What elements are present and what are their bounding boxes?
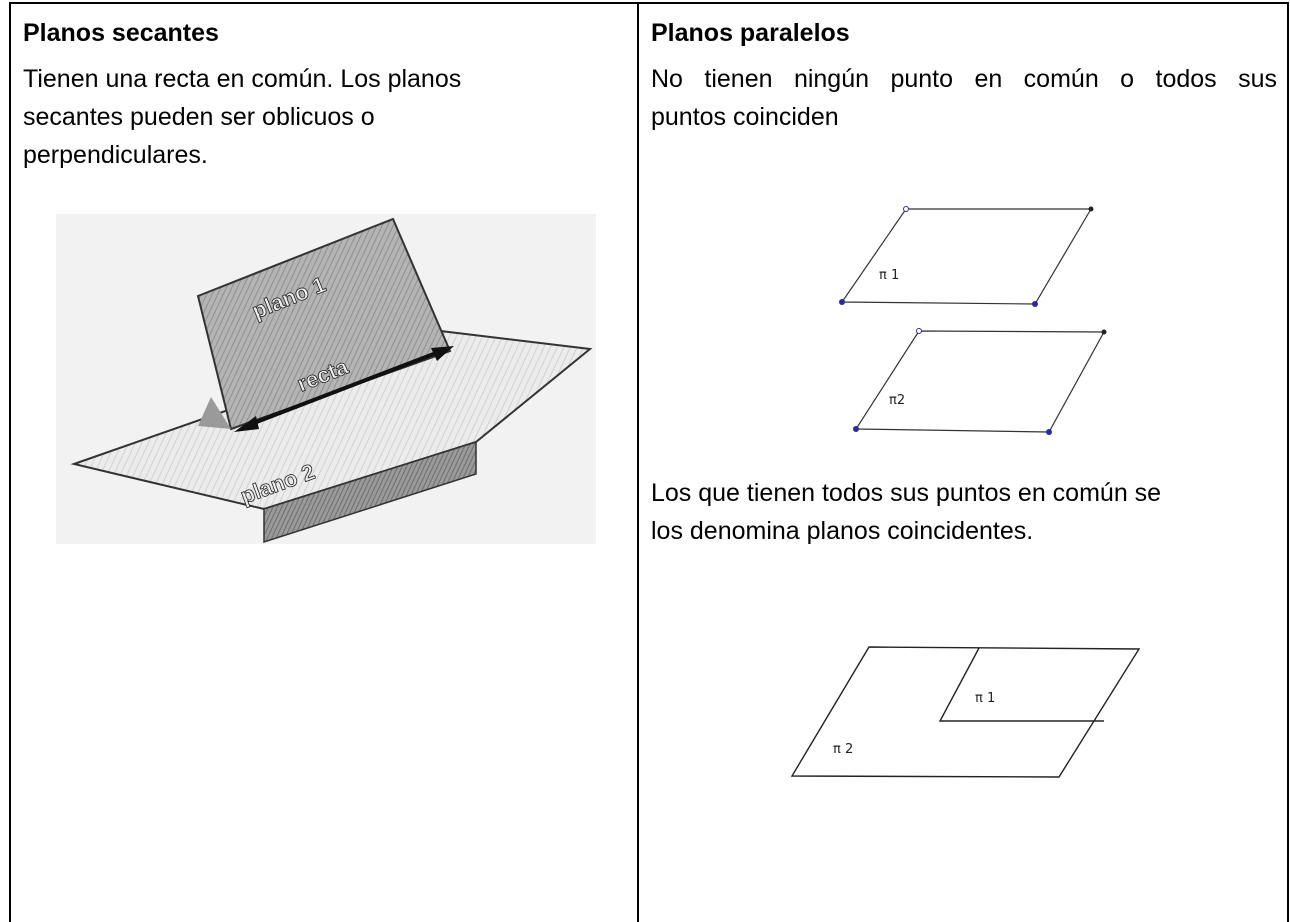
point-marker (916, 328, 922, 334)
label-pi2: π 2 (833, 742, 853, 757)
point-marker (903, 206, 909, 212)
comparison-table: Planos secantes Tienen una recta en comú… (9, 2, 1289, 922)
plane-pi1-shape (840, 208, 1093, 305)
plane-1-lower-shape (263, 440, 477, 544)
arrow-head-left (234, 416, 259, 432)
label-pi1: π 1 (975, 691, 995, 706)
plane-1-shape (196, 217, 452, 431)
point-marker (853, 426, 859, 432)
text-line: perpendiculares. (23, 141, 208, 169)
point-marker (1032, 301, 1038, 307)
parallel-planes-figure: π 1 π2 (839, 206, 1107, 435)
point-marker (1088, 206, 1094, 212)
paragraph-paralelos: No tienen ningún punto en común o todos … (651, 60, 1277, 136)
text-line: No tienen ningún punto en común o todos … (651, 65, 1277, 93)
label-pi2: π2 (889, 393, 905, 408)
text-line: Los que tienen todos sus puntos en común… (651, 479, 1162, 507)
coincident-planes-figure: π 1 π 2 (790, 646, 1141, 778)
label-pi1: π 1 (879, 268, 899, 283)
paragraph-secantes: Tienen una recta en común. Los planos se… (23, 60, 623, 174)
plane-pi1-shape (938, 647, 1104, 722)
text-line: los denomina planos coincidentes. (651, 517, 1034, 545)
paragraph-coincidentes: Los que tienen todos sus puntos en común… (651, 474, 1277, 550)
plane-1-shadow (198, 397, 231, 429)
plane-pi2-shape (790, 646, 1141, 778)
plane-pi2-shape (854, 330, 1106, 433)
column-divider (637, 4, 639, 922)
text-line: puntos coinciden (651, 103, 839, 131)
text-line: Tienen una recta en común. Los planos (23, 65, 462, 93)
heading-planos-paralelos: Planos paralelos (651, 19, 850, 47)
heading-planos-secantes: Planos secantes (23, 19, 219, 47)
recta-line (245, 348, 445, 428)
point-marker (1101, 329, 1107, 335)
secant-planes-figure: plano 1 recta plano 2 (56, 214, 596, 544)
point-marker (839, 299, 845, 305)
point-marker (1046, 429, 1052, 435)
arrow-head-right (431, 346, 454, 361)
text-line: secantes pueden ser oblicuos o (23, 103, 375, 131)
